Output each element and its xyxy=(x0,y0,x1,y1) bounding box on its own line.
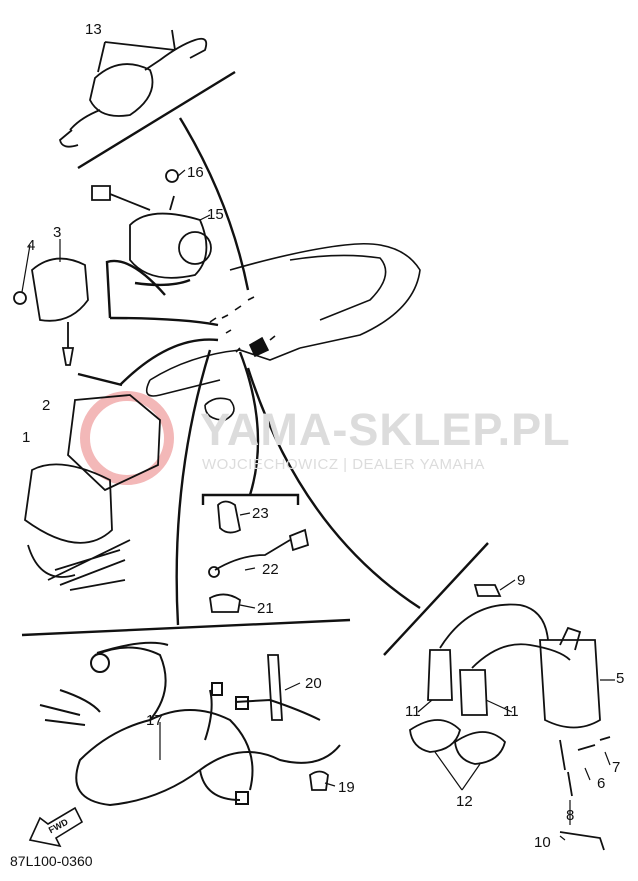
watermark-logo xyxy=(80,391,174,485)
part-label-17: 17 xyxy=(146,712,163,729)
part-label-6: 6 xyxy=(597,775,606,792)
part-label-15: 15 xyxy=(207,206,224,223)
ignition-coil-group xyxy=(409,584,611,851)
part-label-11-left: 11 xyxy=(405,703,421,720)
leader-arrows xyxy=(109,117,421,626)
part-label-20: 20 xyxy=(305,675,322,692)
frame-outline xyxy=(145,242,421,421)
lock-part-13 xyxy=(59,29,208,148)
label-leaders xyxy=(21,169,615,841)
part-label-10: 10 xyxy=(534,834,551,851)
part-label-4: 4 xyxy=(27,237,36,254)
part-label-7: 7 xyxy=(612,759,621,776)
part-label-22: 22 xyxy=(262,561,279,578)
part-label-5: 5 xyxy=(616,670,625,687)
wire-harness-part-17 xyxy=(39,641,341,807)
small-parts-21-23 xyxy=(208,500,310,613)
part-label-13: 13 xyxy=(85,21,102,38)
part-label-2: 2 xyxy=(42,397,51,414)
fwd-arrow-icon xyxy=(28,806,84,848)
watermark-subtitle: WOJCIECHOWICZ | DEALER YAMAHA xyxy=(202,456,485,473)
group-brackets xyxy=(21,70,489,656)
unit-part-3 xyxy=(13,257,89,366)
part-label-1: 1 xyxy=(22,429,31,446)
part-label-23: 23 xyxy=(252,505,269,522)
module-part-1-2 xyxy=(24,394,161,591)
part-label-21: 21 xyxy=(257,600,274,617)
part-label-16: 16 xyxy=(187,164,204,181)
part-label-3: 3 xyxy=(53,224,62,241)
part-label-11-right: 11 xyxy=(503,703,519,720)
part-label-8: 8 xyxy=(566,807,575,824)
strap-part-20 xyxy=(267,654,329,791)
component-part-15 xyxy=(91,169,212,279)
watermark-title: YAMA-SKLEP.PL xyxy=(200,404,571,455)
part-label-12: 12 xyxy=(456,793,473,810)
diagram-code: 87L100-0360 xyxy=(10,853,93,869)
part-label-9: 9 xyxy=(517,572,526,589)
part-label-19: 19 xyxy=(338,779,355,796)
